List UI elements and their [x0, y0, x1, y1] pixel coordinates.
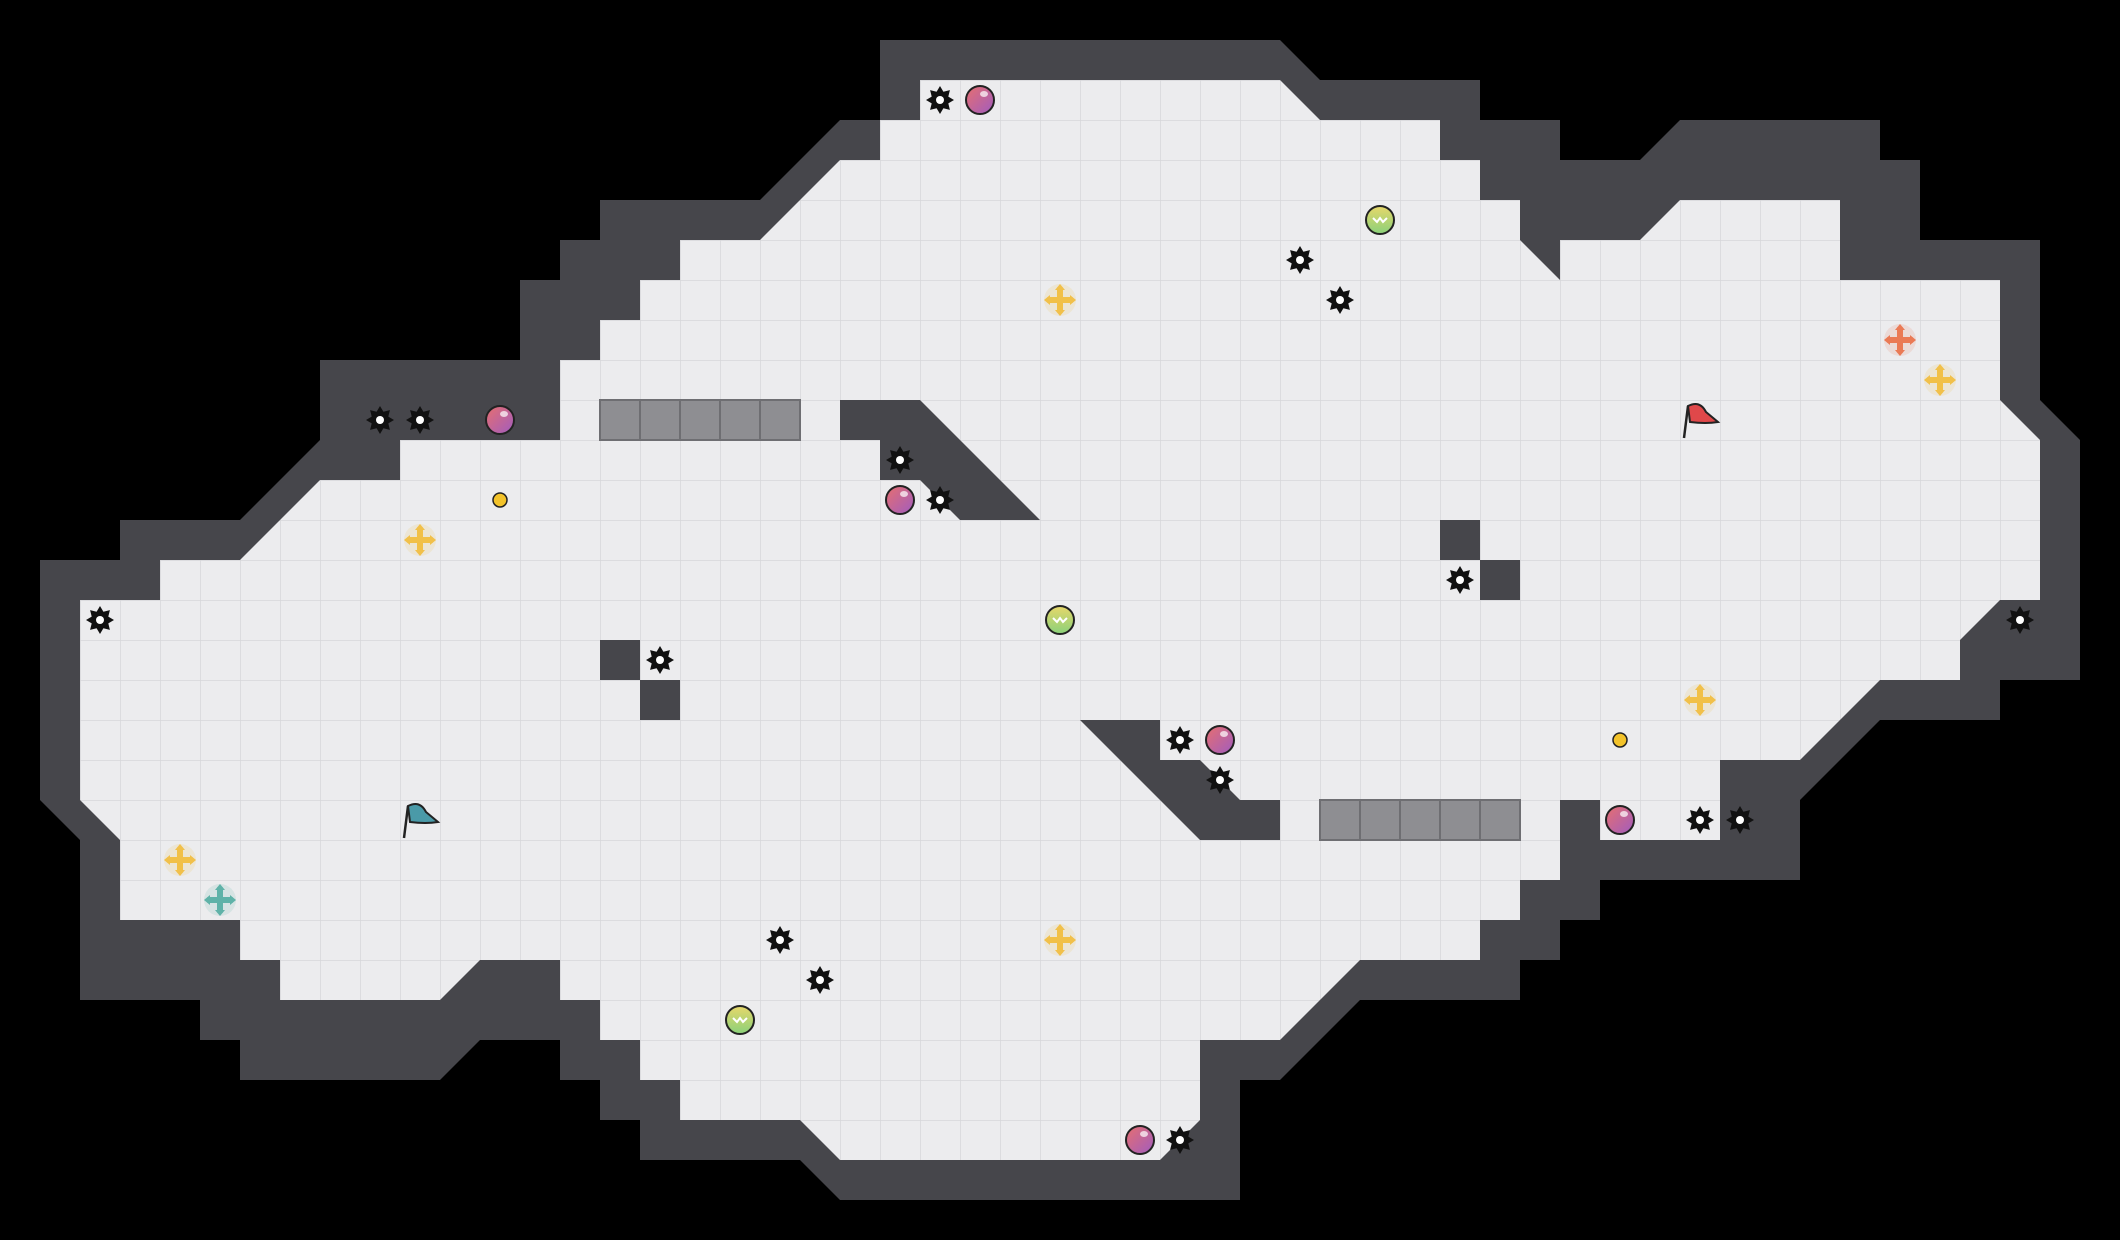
spike-mine-icon	[926, 86, 954, 114]
shield-orb-icon	[1045, 605, 1075, 635]
shield-orb-icon	[1365, 205, 1395, 235]
bomb-orb-icon	[1605, 805, 1635, 835]
spike-mine-icon	[2006, 606, 2034, 634]
spike-mine-icon	[1686, 806, 1714, 834]
spike-mine-icon	[806, 966, 834, 994]
blue-teleport-icon	[204, 884, 236, 916]
spike-mine-icon	[766, 926, 794, 954]
spike-mine-icon	[1326, 286, 1354, 314]
yellow-crosshair-icon	[404, 524, 436, 556]
spike-mine-icon	[1206, 766, 1234, 794]
spike-mine-icon	[1166, 726, 1194, 754]
spike-mine-icon	[1166, 1126, 1194, 1154]
coin-icon	[492, 492, 508, 508]
yellow-crosshair-icon	[1044, 284, 1076, 316]
yellow-crosshair-icon	[164, 844, 196, 876]
orange-teleport-icon	[1884, 324, 1916, 356]
shield-orb-icon	[725, 1005, 755, 1035]
bomb-orb-icon	[965, 85, 995, 115]
bomb-orb-icon	[1125, 1125, 1155, 1155]
yellow-crosshair-icon	[1924, 364, 1956, 396]
grate-bridge-right	[1319, 799, 1521, 841]
spike-mine-icon	[406, 406, 434, 434]
spike-mine-icon	[646, 646, 674, 674]
yellow-crosshair-icon	[1044, 924, 1076, 956]
spike-mine-icon	[86, 606, 114, 634]
red-flag-icon	[1682, 403, 1721, 439]
bomb-orb-icon	[485, 405, 515, 435]
spike-mine-icon	[926, 486, 954, 514]
spike-mine-icon	[886, 446, 914, 474]
interior-walls	[360, 360, 1520, 840]
spike-mine-icon	[366, 406, 394, 434]
spike-mine-icon	[1726, 806, 1754, 834]
blue-flag-icon	[402, 803, 441, 839]
spike-mine-icon	[1286, 246, 1314, 274]
bomb-orb-icon	[885, 485, 915, 515]
yellow-crosshair-icon	[1684, 684, 1716, 716]
spike-mine-icon	[1446, 566, 1474, 594]
bomb-orb-icon	[1205, 725, 1235, 755]
entities-layer	[86, 85, 2034, 1155]
coin-icon	[1612, 732, 1628, 748]
grate-bridge-left	[599, 399, 801, 441]
